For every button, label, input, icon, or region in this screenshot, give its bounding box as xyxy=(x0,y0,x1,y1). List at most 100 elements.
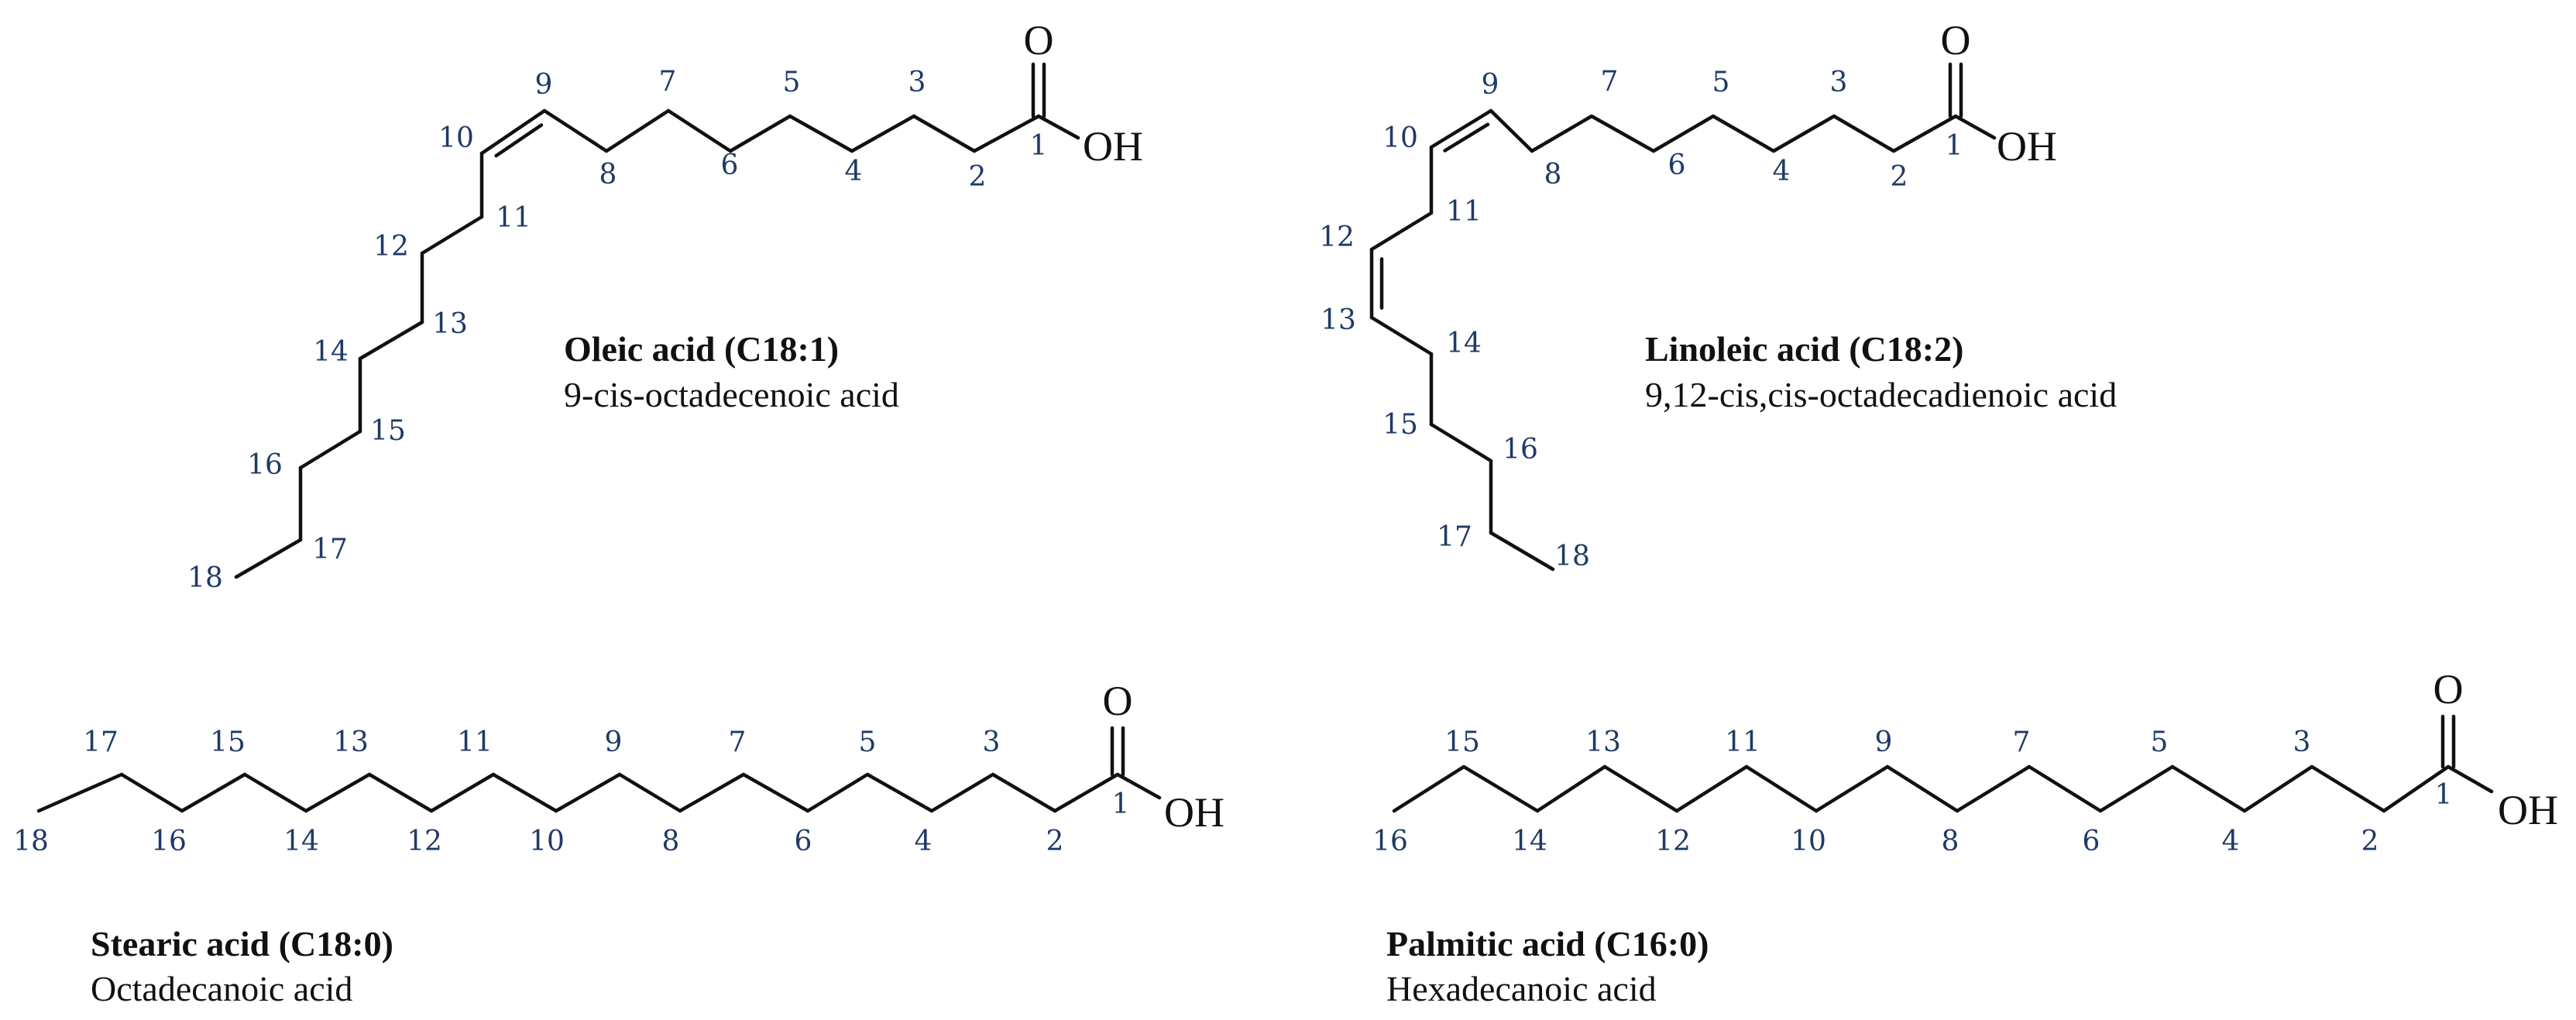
oleic-bond-c1-c2 xyxy=(972,114,1041,153)
stearic-acid-name: Stearic acid (C18:0) xyxy=(91,924,393,963)
linoleic-carbon-number: 7 xyxy=(1601,66,1619,98)
linoleic-bond-c7-c8 xyxy=(1530,114,1594,153)
stearic-carbon-number: 16 xyxy=(151,826,187,857)
linoleic-bond-c2-c3 xyxy=(1832,114,1896,153)
palmitic-carbon-number: 8 xyxy=(1942,826,1959,857)
linoleic-carbon-number: 16 xyxy=(1503,434,1538,465)
linoleic-carbon-number: 1 xyxy=(1946,130,1963,162)
palmitic-carbon-number: 10 xyxy=(1791,826,1826,857)
stearic-carbon-number: 5 xyxy=(859,726,877,758)
linoleic-carbon-number: 9 xyxy=(1482,69,1499,101)
palmitic-bond-c7-c8 xyxy=(1955,764,2032,813)
linoleic-carbon-number: 5 xyxy=(1712,67,1730,98)
palmitic-carbon-number: 3 xyxy=(2293,726,2311,758)
linoleic-acid-hydroxyl-group: OH xyxy=(1997,123,2057,170)
palmitic-carbon-number: 1 xyxy=(2435,779,2453,811)
linoleic-bond-c15-c16 xyxy=(1429,422,1493,463)
oleic-bond-c7-c8 xyxy=(604,108,671,153)
oleic-carbon-number: 13 xyxy=(432,308,468,340)
oleic-carbon-number: 3 xyxy=(908,67,926,98)
oleic-carbon-number: 7 xyxy=(659,66,677,98)
stearic-bond-c4-c5 xyxy=(865,772,934,813)
oleic-carbon-number: 11 xyxy=(496,202,531,234)
linoleic-carbon-number: 6 xyxy=(1668,149,1686,181)
oleic-bond-c5-c6 xyxy=(728,114,792,153)
palmitic-acid-bonds xyxy=(1392,714,2494,813)
stearic-bond-c3-c4 xyxy=(929,772,995,813)
oleic-carbon-number: 8 xyxy=(599,159,617,191)
stearic-bond-c9-c10 xyxy=(554,772,622,813)
palmitic-carbon-number: 2 xyxy=(2361,826,2379,857)
palmitic-bond-c15-c16 xyxy=(1392,764,1466,813)
linoleic-carbon-number: 12 xyxy=(1319,222,1355,253)
linoleic-bond-c3-c4 xyxy=(1771,114,1836,153)
linoleic-carbon-number: 2 xyxy=(1891,161,1908,193)
stearic-acid-bonds xyxy=(36,726,1162,813)
palmitic-bond-c3-c4 xyxy=(2242,764,2314,813)
linoleic-acid-bonds xyxy=(1369,62,1997,572)
stearic-bond-c14-c15 xyxy=(242,772,308,813)
palmitic-carbon-number: 5 xyxy=(2151,726,2169,758)
stearic-acid-carbonyl-oxygen: O xyxy=(1103,678,1133,724)
linoleic-carbon-number: 15 xyxy=(1382,409,1418,441)
linoleic-bond-c4-c5 xyxy=(1711,114,1776,153)
linoleic-bond-c8-c9 xyxy=(1489,108,1534,153)
oleic-carbon-number: 1 xyxy=(1030,130,1048,162)
palmitic-acid-iupac-name: Hexadecanoic acid xyxy=(1386,969,1657,1008)
oleic-bond-c15-c16 xyxy=(298,429,362,470)
oleic-carbon-number: 10 xyxy=(438,122,474,154)
oleic-carbon-number: 14 xyxy=(313,336,349,368)
linoleic-carbon-number: 10 xyxy=(1382,122,1418,154)
stearic-bond-c11-c12 xyxy=(429,772,496,813)
palmitic-bond-c6-c7 xyxy=(2027,764,2103,813)
stearic-bond-c1-c2 xyxy=(1053,772,1120,813)
palmitic-hydroxyl-bond xyxy=(2446,764,2494,794)
stearic-bond-c16-c17 xyxy=(119,772,184,813)
linoleic-bond-c9-c10 xyxy=(1429,108,1493,149)
stearic-bond-c8-c9 xyxy=(617,772,682,813)
stearic-carbon-number: 10 xyxy=(529,826,565,857)
stearic-hydroxyl-bond xyxy=(1115,772,1162,800)
palmitic-bond-c8-c9 xyxy=(1885,764,1959,813)
linoleic-double-bond-inner-9-10 xyxy=(1443,122,1490,153)
linoleic-bond-c1-c2 xyxy=(1891,114,1958,153)
stearic-carbon-number: 4 xyxy=(915,826,933,857)
palmitic-bond-c2-c3 xyxy=(2310,764,2386,813)
linoleic-bond-c13-c14 xyxy=(1369,315,1434,356)
stearic-carbon-number: 9 xyxy=(605,726,623,758)
stearic-bond-c7-c8 xyxy=(678,772,746,813)
oleic-bond-c9-c10 xyxy=(479,108,547,156)
linoleic-acid-iupac-name: 9,12-cis,cis-octadecadienoic acid xyxy=(1645,375,2117,414)
palmitic-bond-c9-c10 xyxy=(1814,764,1890,813)
palmitic-carbon-number: 9 xyxy=(1875,726,1893,758)
oleic-acid-carbonyl-oxygen: O xyxy=(1024,17,1054,64)
palmitic-carbon-number: 4 xyxy=(2222,826,2240,857)
linoleic-carbon-number: 3 xyxy=(1830,67,1848,98)
oleic-acid-name: Oleic acid (C18:1) xyxy=(564,329,839,369)
palmitic-carbon-number: 14 xyxy=(1512,826,1547,857)
stearic-bond-c2-c3 xyxy=(991,772,1057,813)
stearic-acid-iupac-name: Octadecanoic acid xyxy=(91,969,352,1008)
palmitic-acid-name: Palmitic acid (C16:0) xyxy=(1386,924,1709,963)
oleic-carbon-number: 6 xyxy=(721,149,739,181)
palmitic-bond-c4-c5 xyxy=(2170,764,2247,813)
stearic-carbon-number: 1 xyxy=(1112,788,1130,820)
oleic-carbon-number: 18 xyxy=(187,562,223,594)
stearic-bond-c17-c18 xyxy=(36,772,124,813)
stearic-bond-c5-c6 xyxy=(805,772,870,813)
stearic-carbon-number: 7 xyxy=(729,726,747,758)
linoleic-carbon-number: 13 xyxy=(1321,304,1356,336)
linoleic-carbon-number: 4 xyxy=(1773,156,1791,187)
palmitic-carbon-number: 11 xyxy=(1725,726,1760,758)
oleic-carbon-number: 2 xyxy=(969,161,987,193)
palmitic-carbon-number: 16 xyxy=(1372,826,1408,857)
stearic-carbon-number: 3 xyxy=(983,726,1001,758)
linoleic-carbon-number: 18 xyxy=(1554,541,1590,572)
palmitic-carbon-number: 7 xyxy=(2013,726,2031,758)
